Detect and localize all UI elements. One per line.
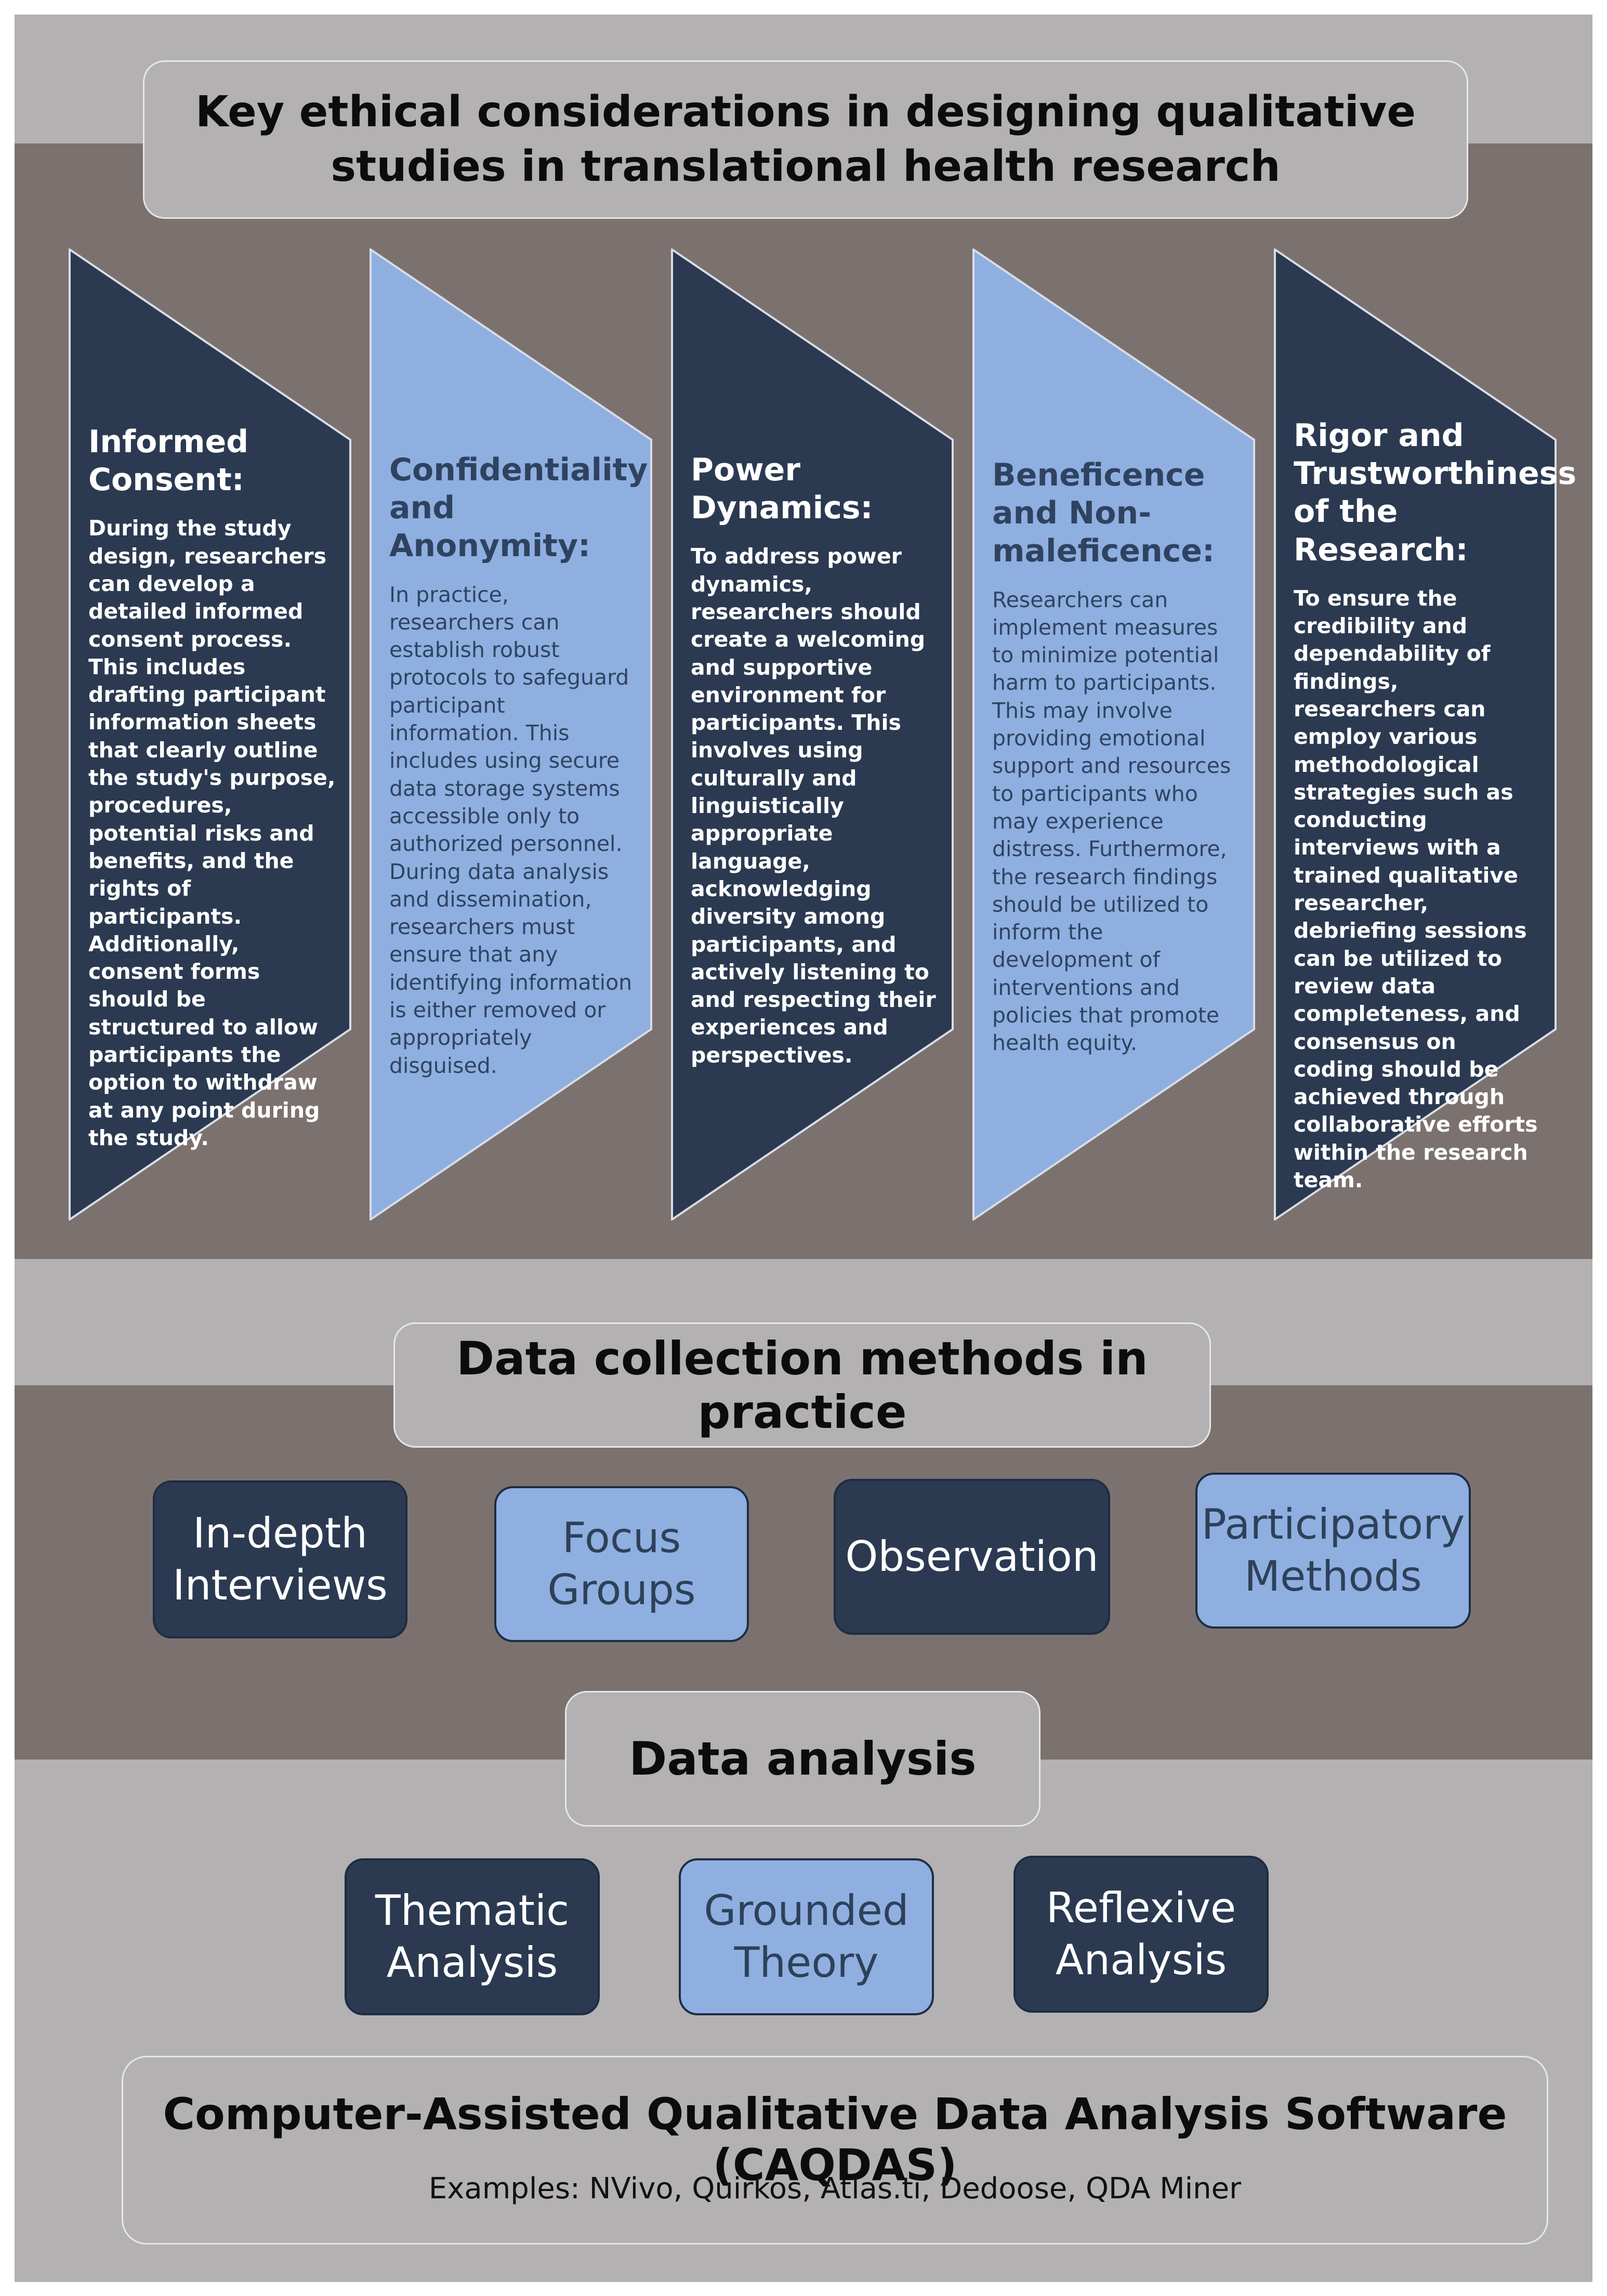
main-title: Key ethical considerations in designing … bbox=[143, 60, 1468, 219]
data-analysis-title: Data analysis bbox=[565, 1691, 1040, 1827]
method-observation: Observation bbox=[834, 1479, 1110, 1635]
consideration-text: During the study design, researchers can… bbox=[88, 516, 336, 1150]
chevron-rigor: Rigor and Trustworthiness of the Researc… bbox=[1274, 248, 1577, 1221]
chevron-content: Informed Consent: During the study desig… bbox=[88, 423, 338, 1152]
consideration-text: To ensure the credibility and dependabil… bbox=[1294, 585, 1538, 1192]
chevron-shape bbox=[1274, 248, 1557, 1221]
consideration-title: Power Dynamics: bbox=[691, 452, 873, 527]
chevron-shape bbox=[370, 248, 652, 1221]
chevron-content: Confidentiality and Anonymity: In practi… bbox=[389, 451, 648, 1080]
data-collection-title: Data collection methods in practice bbox=[393, 1322, 1211, 1448]
analysis-thematic: Thematic Analysis bbox=[345, 1858, 600, 2015]
consideration-text: In practice, researchers can establish r… bbox=[389, 582, 633, 1078]
consideration-text: Researchers can implement measures to mi… bbox=[992, 587, 1231, 1056]
chevron-power-dynamics: Power Dynamics: To address power dynamic… bbox=[671, 248, 955, 1221]
chevron-shape bbox=[671, 248, 954, 1221]
chevron-shape bbox=[972, 248, 1255, 1221]
chevron-informed-consent: Informed Consent: During the study desig… bbox=[69, 248, 352, 1221]
consideration-text: To address power dynamics, researchers s… bbox=[691, 544, 936, 1068]
analysis-grounded-theory: Grounded Theory bbox=[679, 1858, 934, 2015]
caqdas-title: Computer-Assisted Qualitative Data Analy… bbox=[163, 2089, 1507, 2190]
method-participatory-methods: Participatory Methods bbox=[1195, 1473, 1471, 1629]
method-in-depth-interviews: In-depth Interviews bbox=[153, 1480, 407, 1638]
chevron-confidentiality: Confidentiality and Anonymity: In practi… bbox=[370, 248, 653, 1221]
chevron-content: Rigor and Trustworthiness of the Researc… bbox=[1294, 417, 1577, 1194]
chevron-content: Power Dynamics: To address power dynamic… bbox=[691, 451, 940, 1069]
chevron-beneficence: Beneficence and Non-maleficence: Researc… bbox=[972, 248, 1256, 1221]
method-focus-groups: Focus Groups bbox=[494, 1486, 749, 1642]
chevron-shape bbox=[69, 248, 351, 1221]
chevron-content: Beneficence and Non-maleficence: Researc… bbox=[992, 456, 1242, 1057]
caqdas-box: Computer-Assisted Qualitative Data Analy… bbox=[122, 2056, 1548, 2245]
consideration-title: Beneficence and Non-maleficence: bbox=[992, 457, 1215, 570]
analysis-reflexive: Reflexive Analysis bbox=[1013, 1856, 1269, 2013]
consideration-title: Rigor and Trustworthiness of the Researc… bbox=[1294, 417, 1577, 568]
caqdas-examples: Examples: NVivo, Quirkos, Atlas.ti, Dedo… bbox=[428, 2172, 1242, 2206]
consideration-title: Confidentiality and Anonymity: bbox=[389, 452, 648, 565]
consideration-title: Informed Consent: bbox=[88, 424, 249, 498]
